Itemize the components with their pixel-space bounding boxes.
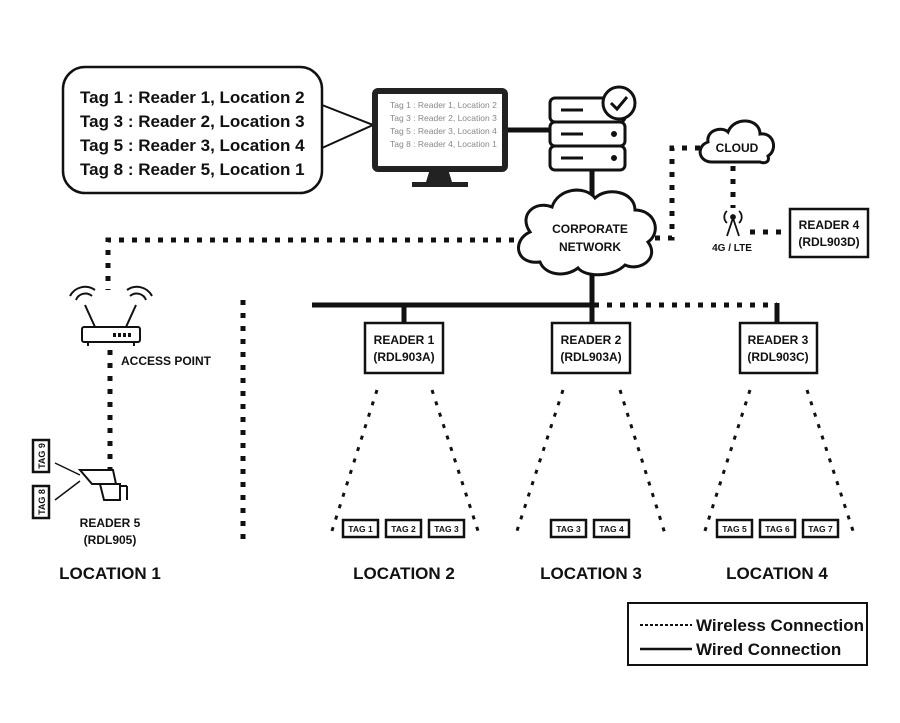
reader-model: (RDL903A) — [373, 350, 434, 364]
network-label: NETWORK — [559, 240, 621, 254]
monitor-line: Tag 8 : Reader 4, Location 1 — [390, 139, 497, 149]
access-point-label: ACCESS POINT — [121, 354, 212, 368]
tag-location-callout: Tag 1 : Reader 1, Location 2 Tag 3 : Rea… — [61, 65, 376, 195]
server-icon — [548, 85, 637, 172]
location-2-label: LOCATION 2 — [353, 564, 455, 583]
reader-model: (RDL903D) — [798, 235, 859, 249]
handheld-reader-icon — [54, 462, 128, 501]
reader5-model: (RDL905) — [84, 533, 137, 547]
cloud-label: CLOUD — [716, 141, 759, 155]
cloud-icon: CLOUD — [698, 119, 776, 165]
tag-label: TAG 8 — [37, 489, 47, 515]
callout-line: Tag 8 : Reader 5, Location 1 — [80, 160, 305, 179]
monitor-line: Tag 5 : Reader 3, Location 4 — [390, 126, 497, 136]
tag-label: TAG 7 — [808, 524, 833, 534]
reader-1: READER 1 (RDL903A) — [363, 321, 445, 375]
reader-name: READER 4 — [799, 218, 860, 232]
network-label: CORPORATE — [552, 222, 628, 236]
reader-4: READER 4 (RDL903D) — [788, 207, 870, 259]
location1-tags: TAG 9 TAG 8 — [31, 438, 51, 520]
legend: Wireless Connection Wired Connection — [627, 602, 868, 666]
wireless-legend-label: Wireless Connection — [696, 616, 864, 635]
wireless-network-ap — [105, 237, 527, 290]
wireless-network-cloud — [655, 145, 702, 241]
reader5-name: READER 5 — [80, 516, 141, 530]
corporate-network-cloud: CORPORATE NETWORK — [517, 188, 657, 277]
location-4-label: LOCATION 4 — [726, 564, 828, 583]
reader-name: READER 3 — [748, 333, 809, 347]
reader-3: READER 3 (RDL903C) — [738, 321, 819, 375]
location4-tags: TAG 5 TAG 6 TAG 7 — [715, 518, 840, 539]
tag-label: TAG 5 — [722, 524, 747, 534]
monitor-line: Tag 3 : Reader 2, Location 3 — [390, 113, 497, 123]
callout-line: Tag 5 : Reader 3, Location 4 — [80, 136, 305, 155]
reader-model: (RDL903A) — [560, 350, 621, 364]
reader-model: (RDL903C) — [747, 350, 808, 364]
reader-2: READER 2 (RDL903A) — [550, 321, 632, 375]
callout-line: Tag 1 : Reader 1, Location 2 — [80, 88, 305, 107]
location-3-label: LOCATION 3 — [540, 564, 642, 583]
tag-label: TAG 3 — [556, 524, 581, 534]
access-point-icon — [69, 285, 153, 346]
reader-name: READER 2 — [561, 333, 622, 347]
read-zones — [328, 389, 857, 538]
tag-label: TAG 6 — [765, 524, 790, 534]
location2-tags: TAG 1 TAG 2 TAG 3 — [341, 518, 466, 539]
tag-label: TAG 2 — [391, 524, 416, 534]
monitor-icon: Tag 1 : Reader 1, Location 2 Tag 3 : Rea… — [372, 88, 508, 187]
location-1-label: LOCATION 1 — [59, 564, 161, 583]
check-icon — [601, 85, 637, 121]
callout-line: Tag 3 : Reader 2, Location 3 — [80, 112, 305, 131]
tag-label: TAG 9 — [37, 443, 47, 469]
monitor-line: Tag 1 : Reader 1, Location 2 — [390, 100, 497, 110]
connections — [105, 127, 790, 542]
cell-tower-icon — [723, 210, 743, 237]
location3-tags: TAG 3 TAG 4 — [549, 518, 631, 539]
wired-legend-label: Wired Connection — [696, 640, 841, 659]
reader-name: READER 1 — [374, 333, 435, 347]
tag-label: TAG 3 — [434, 524, 459, 534]
lte-label: 4G / LTE — [712, 243, 752, 254]
tag-label: TAG 1 — [348, 524, 373, 534]
tag-label: TAG 4 — [599, 524, 624, 534]
